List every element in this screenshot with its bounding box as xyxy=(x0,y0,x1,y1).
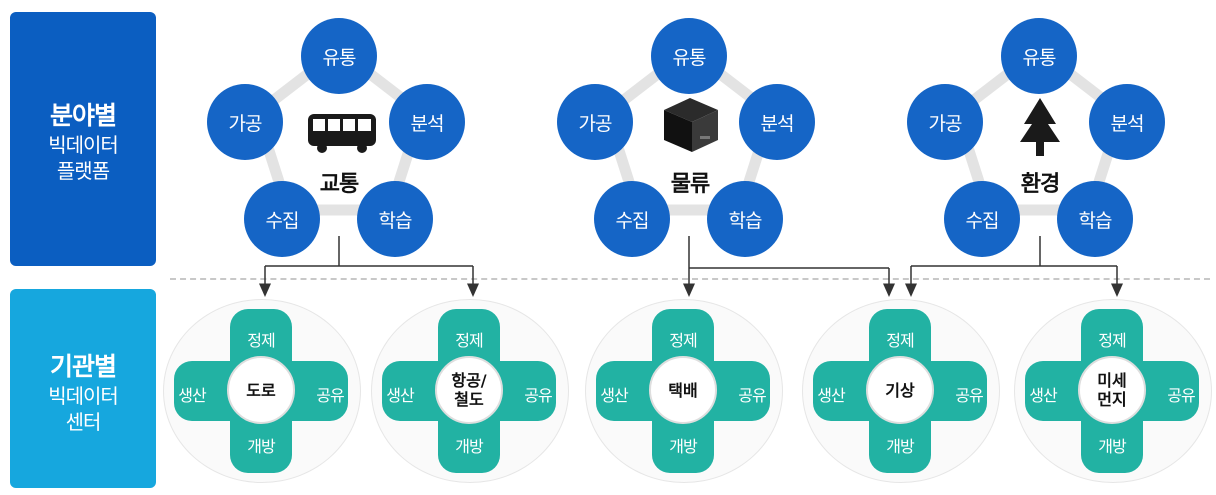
center-step-open: 개방 xyxy=(886,437,914,456)
center-step-produce: 생산 xyxy=(386,386,414,405)
center-step-open: 개방 xyxy=(669,437,697,456)
platform-node-analysis: 분석 xyxy=(739,84,815,160)
center-step-produce: 생산 xyxy=(1029,386,1057,405)
center-name-line2: 철도 xyxy=(454,390,484,409)
platform-node-processing: 가공 xyxy=(907,84,983,160)
bus-icon xyxy=(308,114,376,153)
center-name-line2: 먼지 xyxy=(1097,390,1127,409)
platform-node-collection: 수집 xyxy=(944,181,1020,257)
platform-node-analysis: 분석 xyxy=(389,84,465,160)
center-name-line1: 기상 xyxy=(885,380,915,400)
platform-node-distribution: 유통 xyxy=(301,18,377,94)
connector-traffic xyxy=(259,236,479,297)
platform-name: 환경 xyxy=(1020,172,1060,197)
center-name: 도로 xyxy=(227,356,295,424)
platform-node-learning: 학습 xyxy=(357,181,433,257)
platform-name: 물류 xyxy=(670,172,710,197)
center-name-line1: 도로 xyxy=(246,380,276,400)
center-name-line1: 미세 xyxy=(1097,371,1127,390)
connector-environment xyxy=(905,236,1123,297)
field-label-sub2: 플랫폼 xyxy=(56,159,110,183)
field-label-sub1: 빅데이터 xyxy=(48,133,119,157)
agency-center-label: 기관별 빅데이터 센터 xyxy=(10,289,156,488)
center-step-refine: 정제 xyxy=(455,331,483,350)
center-step-open: 개방 xyxy=(455,437,483,456)
agency-label-sub2: 센터 xyxy=(65,410,102,434)
center-step-share: 공유 xyxy=(955,386,983,405)
section-divider xyxy=(170,278,1210,280)
center-step-share: 공유 xyxy=(524,386,552,405)
agency-label-sub1: 빅데이터 xyxy=(48,384,119,408)
center-step-refine: 정제 xyxy=(886,331,914,350)
platform-node-processing: 가공 xyxy=(207,84,283,160)
field-platform-label: 분야별 빅데이터 플랫폼 xyxy=(10,12,156,266)
center-name-line1: 항공/ xyxy=(451,371,487,390)
center-step-produce: 생산 xyxy=(817,386,845,405)
center-step-produce: 생산 xyxy=(178,386,206,405)
center-name-line1: 택배 xyxy=(668,380,698,400)
center-step-refine: 정제 xyxy=(247,331,275,350)
platform-node-collection: 수집 xyxy=(594,181,670,257)
center-name: 항공/철도 xyxy=(435,356,503,424)
field-label-main: 분야별 xyxy=(49,101,117,130)
center-step-share: 공유 xyxy=(316,386,344,405)
platform-name: 교통 xyxy=(319,172,359,197)
center-step-refine: 정제 xyxy=(1098,331,1126,350)
platform-node-analysis: 분석 xyxy=(1089,84,1165,160)
center-step-produce: 생산 xyxy=(600,386,628,405)
platform-node-collection: 수집 xyxy=(244,181,320,257)
center-name: 기상 xyxy=(866,356,934,424)
platform-node-processing: 가공 xyxy=(557,84,633,160)
platform-node-distribution: 유통 xyxy=(1001,18,1077,94)
platform-node-learning: 학습 xyxy=(707,181,783,257)
connector-logistics xyxy=(683,236,895,297)
agency-label-main: 기관별 xyxy=(49,352,117,381)
center-step-refine: 정제 xyxy=(669,331,697,350)
center-name: 택배 xyxy=(649,356,717,424)
center-step-open: 개방 xyxy=(247,437,275,456)
platform-node-learning: 학습 xyxy=(1057,181,1133,257)
center-step-open: 개방 xyxy=(1098,437,1126,456)
box-icon xyxy=(664,98,718,152)
tree-icon xyxy=(1020,98,1060,156)
center-step-share: 공유 xyxy=(1167,386,1195,405)
platform-node-distribution: 유통 xyxy=(651,18,727,94)
center-step-share: 공유 xyxy=(738,386,766,405)
